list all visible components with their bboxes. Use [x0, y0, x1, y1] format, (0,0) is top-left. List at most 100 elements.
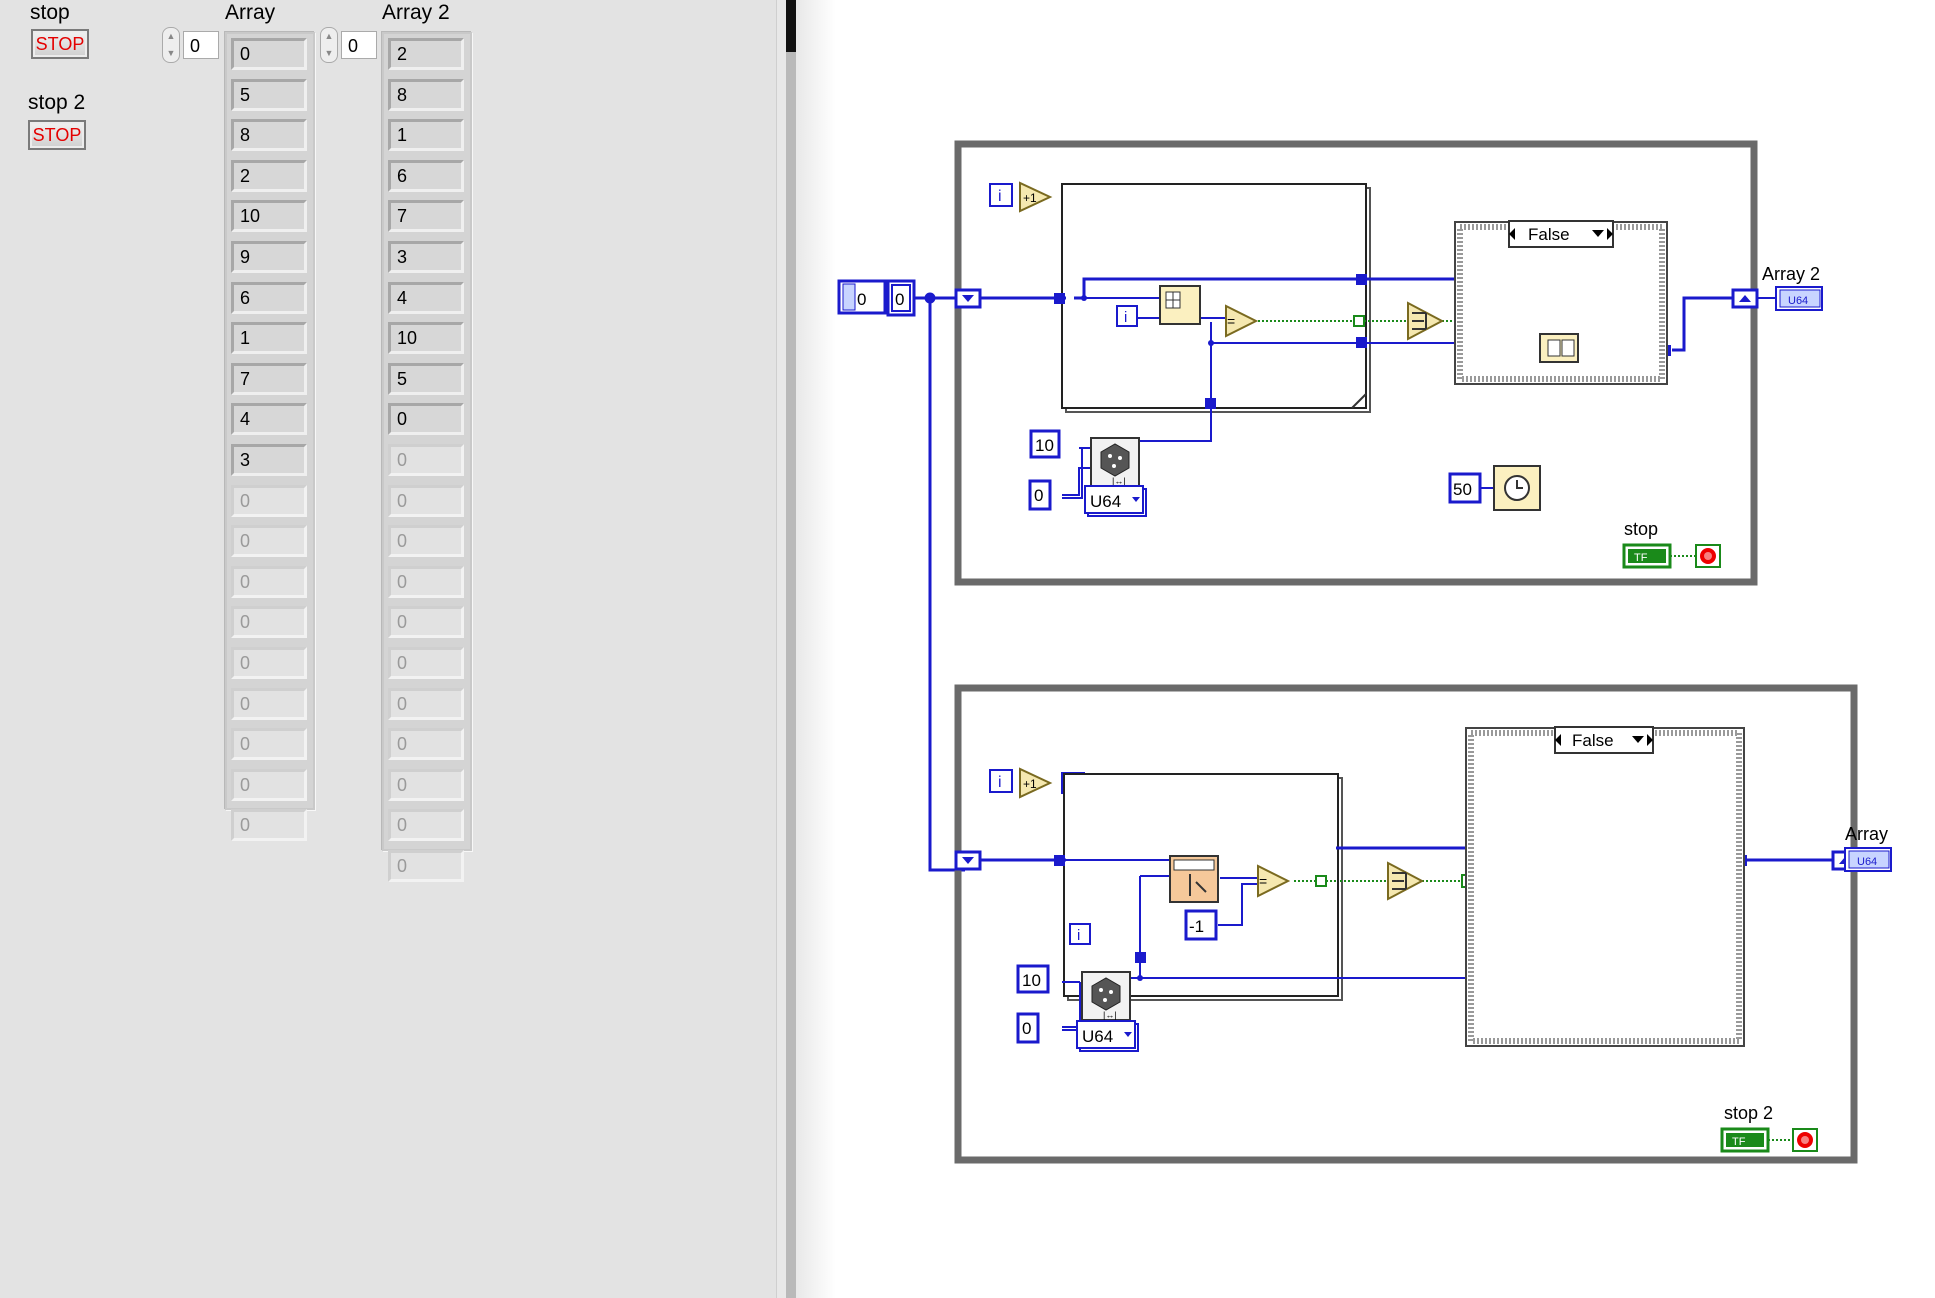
array-element-empty: 0	[388, 484, 464, 517]
svg-text:U64: U64	[1082, 1027, 1113, 1046]
array-element-empty: 0	[388, 647, 464, 679]
array-index-spinner[interactable]: ▲▼	[162, 27, 180, 63]
loop1-or-array-elements-node[interactable]	[1407, 301, 1445, 341]
array-index-value[interactable]: 0	[183, 31, 219, 59]
loop2-output-label: Array	[1845, 824, 1888, 844]
front-panel-scroll-edge[interactable]	[776, 0, 787, 1298]
loop2-case-structure[interactable]: False	[1465, 726, 1745, 1047]
spin-down-icon[interactable]: ▼	[324, 48, 334, 58]
window-divider-dark	[786, 0, 796, 52]
svg-text:-1: -1	[1189, 917, 1204, 936]
array-element: 5	[388, 362, 464, 395]
array-element-empty: 0	[231, 809, 307, 842]
svg-text:10: 10	[1035, 436, 1054, 455]
loop2-stop-condition-icon[interactable]	[1792, 1128, 1818, 1152]
loop2-random-number-node[interactable]: |↔|	[1081, 971, 1131, 1021]
loop2-equal-node[interactable]: =	[1257, 864, 1291, 898]
loop2-or-array-elements-node[interactable]	[1387, 861, 1425, 901]
array-indicator-terminal[interactable]: U64	[1844, 847, 1892, 872]
loop1-const-10[interactable]: 10	[1029, 429, 1061, 459]
loop1-equal-node[interactable]: =	[1225, 304, 1259, 338]
array-element: 3	[231, 444, 307, 476]
loop1-iteration-terminal: i	[989, 183, 1013, 207]
svg-text:False: False	[1572, 731, 1614, 750]
loop2-stop-control-terminal[interactable]: TF	[1720, 1127, 1793, 1153]
loop2-search-array-node[interactable]	[1169, 855, 1219, 903]
array-element-empty: 0	[388, 606, 464, 639]
loop1-wait-const[interactable]: 50	[1448, 472, 1482, 504]
array2-index-control[interactable]: ▲▼ 0	[320, 27, 377, 63]
array-element: 1	[388, 119, 464, 152]
array-element: 1	[231, 322, 307, 355]
spin-up-icon[interactable]: ▲	[166, 31, 176, 41]
array2-indicator-terminal[interactable]: U64	[1775, 286, 1823, 311]
init-array-constant[interactable]: 0	[837, 279, 887, 315]
array-element-empty: 0	[388, 565, 464, 598]
shift-register-left-2[interactable]	[954, 850, 982, 871]
loop2-increment-node[interactable]: +1	[1019, 767, 1053, 799]
array-element-empty: 0	[388, 728, 464, 761]
array-element-empty: 0	[231, 768, 307, 801]
array-element: 2	[231, 159, 307, 192]
loop1-i-text: i	[998, 188, 1002, 205]
block-diagram-edge-shade	[796, 0, 836, 1298]
loop1-index-array-node[interactable]	[1159, 285, 1201, 325]
loop1-random-number-node[interactable]: |↔|	[1090, 437, 1140, 487]
stop2-button[interactable]: STOP	[28, 120, 86, 150]
array-element-empty: 0	[388, 809, 464, 842]
shift-register-right-1[interactable]	[1731, 288, 1759, 309]
array-element: 4	[388, 281, 464, 314]
for-loop-1[interactable]	[1061, 183, 1371, 413]
array-element-empty: 0	[231, 647, 307, 679]
array-element-empty: 0	[388, 525, 464, 558]
spin-up-icon[interactable]: ▲	[324, 31, 334, 41]
array-element: 6	[388, 159, 464, 192]
loop2-type-selector[interactable]: U64	[1076, 1020, 1139, 1052]
while-loop-2[interactable]	[954, 684, 1858, 1164]
svg-text:0: 0	[1034, 486, 1043, 505]
array-index-control[interactable]: ▲▼ 0	[162, 27, 219, 63]
loop1-inner-i-text: i	[1124, 309, 1127, 326]
stop-button[interactable]: STOP	[31, 29, 89, 59]
svg-text:50: 50	[1453, 480, 1472, 499]
shift-register-left-1[interactable]	[954, 288, 982, 309]
spin-down-icon[interactable]: ▼	[166, 48, 176, 58]
loop1-insert-into-array-node[interactable]	[1539, 333, 1579, 363]
array-element-empty: 0	[231, 687, 307, 720]
loop2-const-10[interactable]: 10	[1016, 964, 1050, 994]
loop1-increment-node[interactable]: +1	[1019, 181, 1053, 213]
loop1-stop-control-terminal[interactable]: TF	[1622, 543, 1696, 569]
array-element: 3	[388, 241, 464, 273]
array-element: 4	[231, 403, 307, 436]
stop2-label: stop 2	[28, 91, 86, 114]
loop1-increment-text: +1	[1023, 191, 1037, 205]
array-element: 8	[231, 119, 307, 152]
loop2-const-0[interactable]: 0	[1016, 1012, 1040, 1044]
loop2-const-minus1[interactable]: -1	[1184, 909, 1218, 941]
array-element: 9	[231, 241, 307, 273]
array-element-empty: 0	[388, 687, 464, 720]
loop1-case-selector-label: False	[1528, 225, 1570, 244]
array-element: 8	[388, 78, 464, 111]
array2-index-value[interactable]: 0	[341, 31, 377, 59]
array2-label: Array 2	[382, 1, 450, 24]
array-element-empty: 0	[231, 525, 307, 558]
svg-text:|↔|: |↔|	[1103, 1010, 1117, 1020]
array-label: Array	[225, 1, 276, 24]
init-value-constant[interactable]: 0	[886, 279, 916, 317]
loop1-const-0[interactable]: 0	[1028, 479, 1052, 511]
loop1-wait-node[interactable]	[1480, 465, 1541, 511]
svg-text:U64: U64	[1857, 856, 1877, 868]
array-element: 10	[231, 200, 307, 233]
array-element: 7	[388, 200, 464, 233]
loop1-type-selector[interactable]: U64	[1084, 485, 1147, 517]
window-divider[interactable]	[786, 0, 796, 1298]
array2-index-spinner[interactable]: ▲▼	[320, 27, 338, 63]
loop1-case-structure[interactable]: False	[1454, 220, 1668, 385]
array-element: 2	[388, 38, 464, 70]
while-loop-1[interactable]	[954, 140, 1758, 586]
loop1-stop-condition-icon[interactable]	[1695, 544, 1721, 568]
svg-text:10: 10	[1022, 971, 1041, 990]
